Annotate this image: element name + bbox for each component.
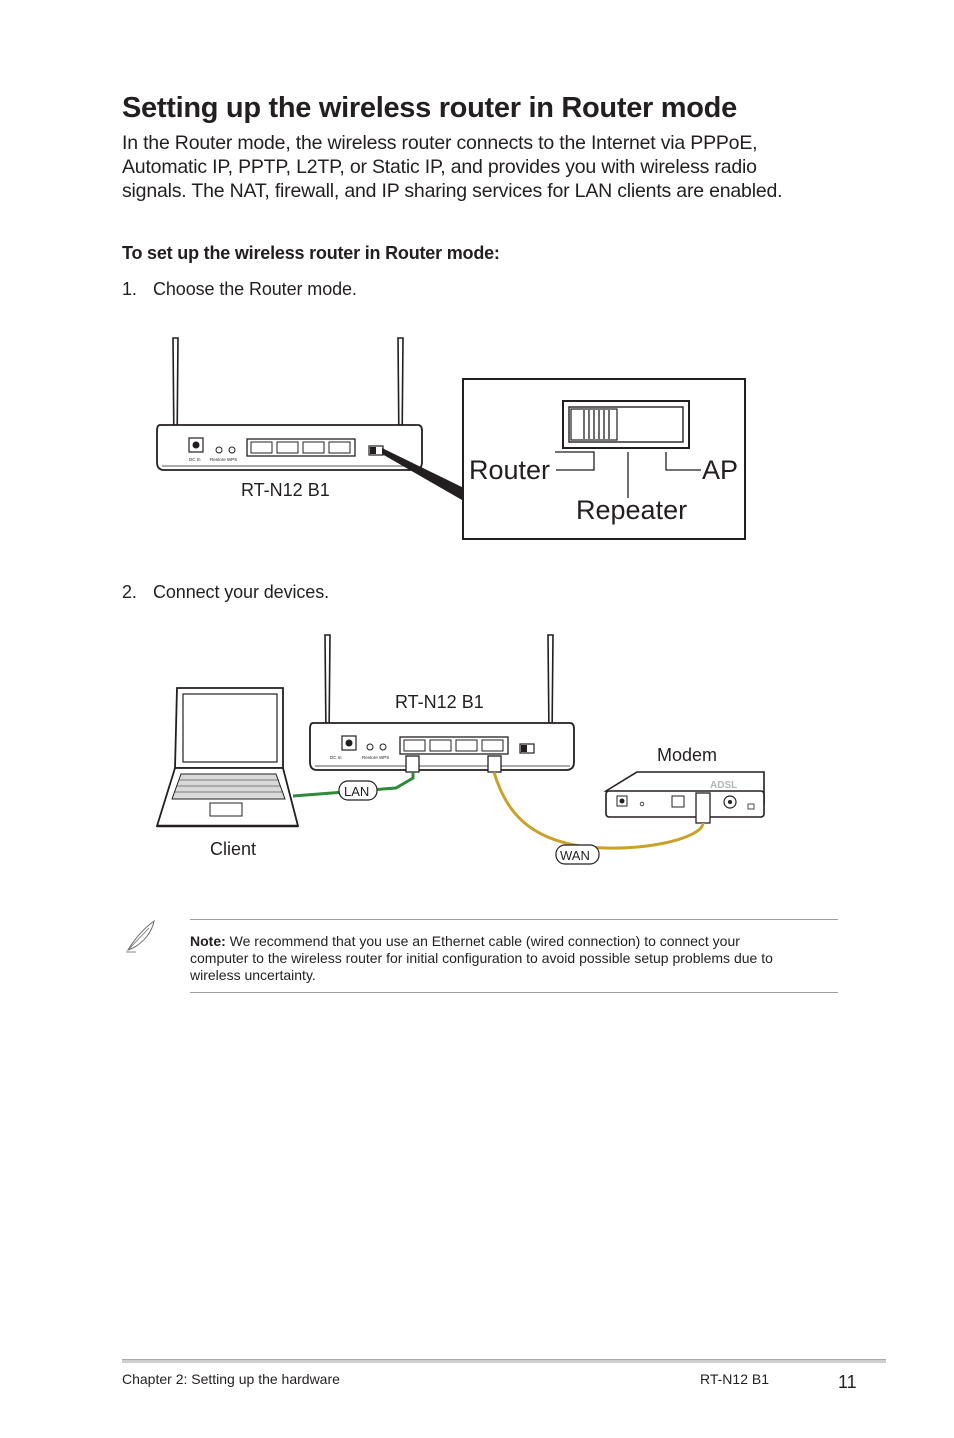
intro-line: Automatic IP, PPTP, L2TP, or Static IP, … [122, 156, 757, 178]
mode-switch [562, 400, 690, 449]
modem-label: Modem [657, 745, 717, 765]
mode-switch-figure: DC In Restore WPS Router AP Repeater RT-… [156, 337, 746, 540]
step-1: 1. Choose the Router mode. [122, 279, 357, 300]
panel-label: DC In [189, 457, 201, 462]
footer-rule [122, 1359, 886, 1363]
footer-model: RT-N12 B1 [700, 1371, 769, 1387]
panel-label: Restore WPS [210, 457, 237, 462]
router-body: DC In Restore WPS [156, 424, 423, 471]
callout-wedge [382, 448, 468, 500]
intro-line: signals. The NAT, firewall, and IP shari… [122, 180, 783, 202]
lan-tag [338, 780, 378, 801]
intro-line: In the Router mode, the wireless router … [122, 132, 758, 154]
feather-pen-icon [126, 919, 155, 953]
step-number: 2. [122, 582, 137, 602]
intro-paragraph: In the Router mode, the wireless router … [122, 131, 842, 203]
procedure-heading: To set up the wireless router in Router … [122, 243, 500, 263]
step-text: Choose the Router mode. [153, 279, 357, 299]
step-number: 1. [122, 279, 137, 299]
step-2: 2. Connect your devices. [122, 582, 329, 603]
wan-tag-label: WAN [560, 848, 590, 863]
repeater-mode-label: Repeater [576, 495, 687, 525]
lan-plug [405, 755, 420, 773]
client-label: Client [210, 839, 256, 859]
note-line-text: We recommend that you use an Ethernet ca… [225, 933, 740, 949]
panel-label: Restore WPS [362, 755, 389, 760]
router-model-label: RT-N12 B1 [395, 692, 484, 712]
router-mode-label: Router [469, 455, 550, 485]
note-line: Note: We recommend that you use an Ether… [190, 933, 830, 950]
laptop-client [155, 687, 300, 828]
panel-label: DC In [330, 755, 342, 760]
router-body: DC In Restore WPS [309, 722, 575, 771]
note-line: wireless uncertainty. [190, 967, 316, 983]
adsl-modem: ADSL [603, 771, 765, 824]
wan-tag [555, 844, 600, 865]
ap-leader-line [665, 452, 701, 471]
note-bottom-rule [190, 992, 838, 993]
footer-chapter: Chapter 2: Setting up the hardware [122, 1371, 340, 1387]
modem-brand: ADSL [710, 780, 737, 791]
router-leader-line [555, 451, 595, 471]
lan-tag-label: LAN [344, 784, 369, 799]
note-line: computer to the wireless router for init… [190, 950, 773, 966]
page-number: 11 [838, 1372, 857, 1392]
note-label: Note: [190, 933, 226, 949]
page-title: Setting up the wireless router in Router… [122, 92, 737, 124]
note-text: Note: We recommend that you use an Ether… [190, 933, 830, 984]
ap-mode-label: AP [702, 455, 738, 485]
connection-figure: DC In Restore WPS ADSL LAN WAN RT-N12 B1… [155, 634, 765, 865]
step-text: Connect your devices. [153, 582, 329, 602]
router-model-label: RT-N12 B1 [241, 480, 330, 500]
wan-plug [487, 755, 502, 773]
note-top-rule [190, 919, 838, 920]
